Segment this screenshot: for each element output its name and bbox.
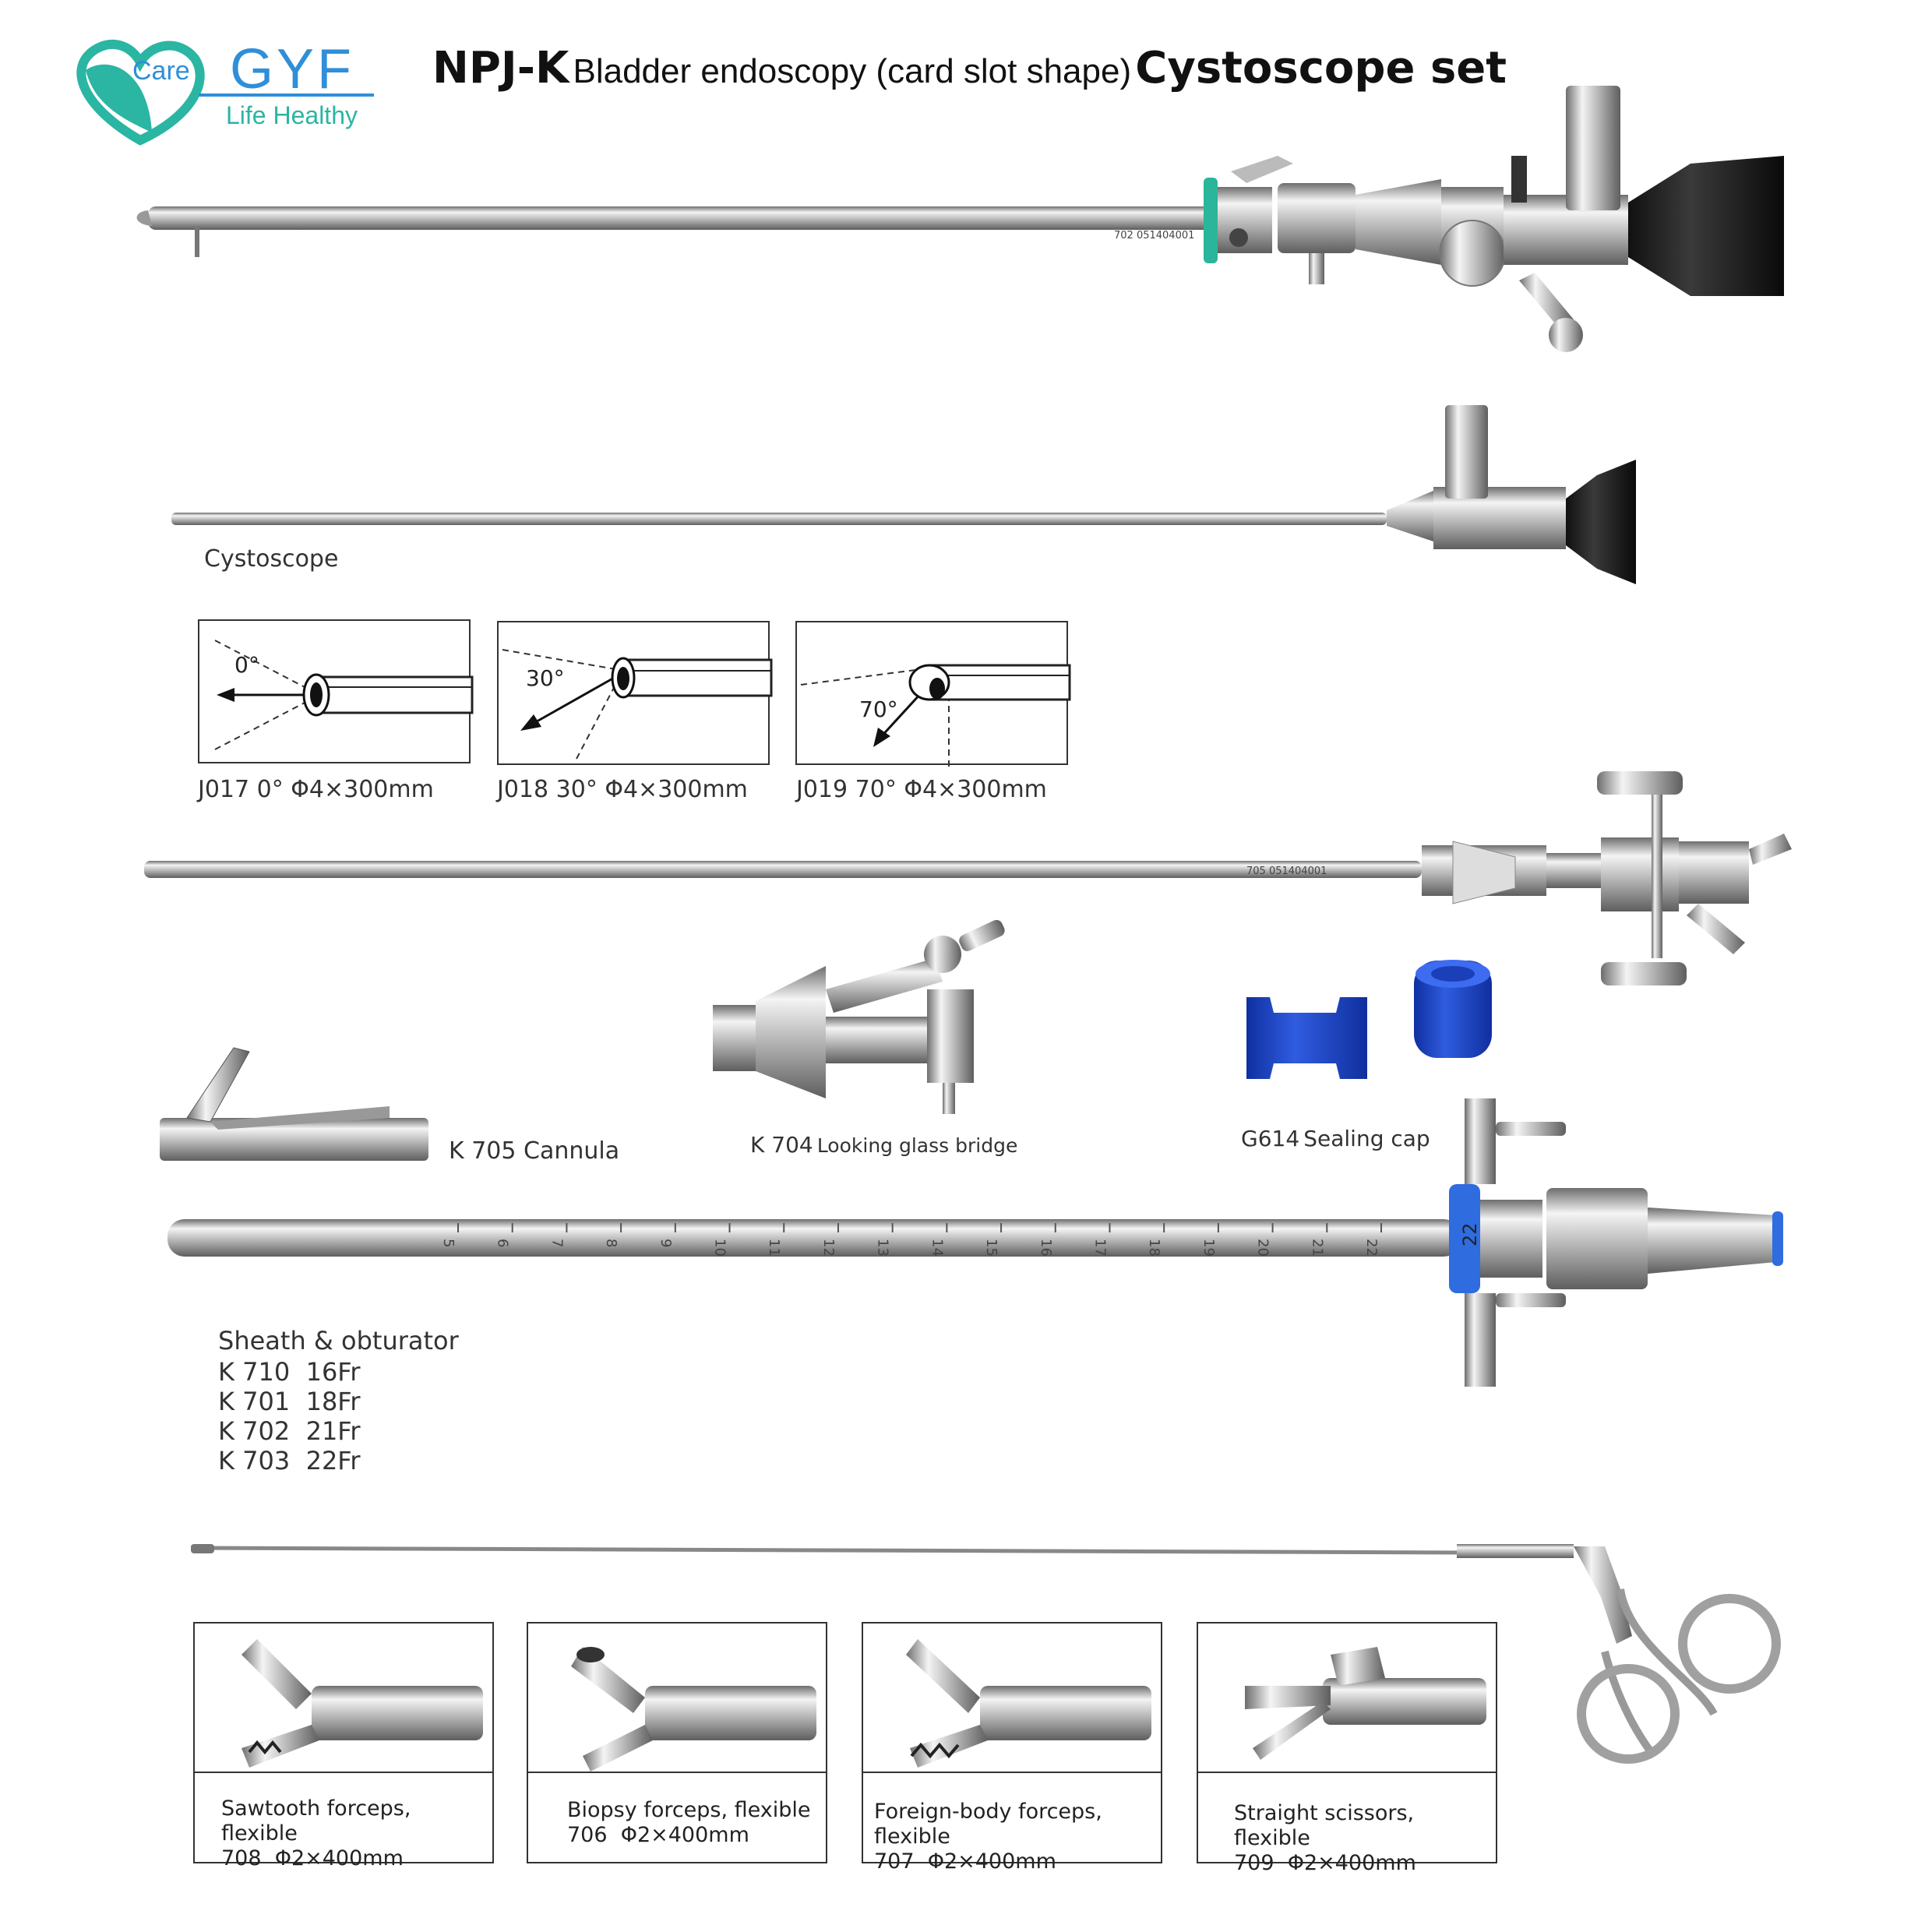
assembled-engraving: 702 051404001 [1114, 230, 1194, 242]
sheath-info: Sheath & obturator K 710 16Fr K 701 18Fr… [218, 1324, 459, 1475]
forceps-card-foreign-body: Foreign-body forceps, flexible 707 Φ2×40… [862, 1622, 1162, 1874]
bridge-engraving: 705 051404001 [1246, 866, 1327, 877]
sheath-mark: 7 [548, 1239, 565, 1247]
sheath-title: Sheath & obturator [218, 1326, 459, 1356]
sheath-mark: 21 [1309, 1239, 1325, 1257]
forceps-text-sawtooth: Sawtooth forceps, flexible 708 Φ2×400mm [221, 1796, 492, 1871]
angle-caption-30: J018 30° Φ4×300mm [497, 776, 748, 803]
foreign-body-forceps-image [906, 1639, 1151, 1768]
forceps-spec-scissors: 709 Φ2×400mm [1234, 1851, 1416, 1875]
sheath-model-3: K 703 22Fr [218, 1446, 361, 1475]
title-model: NPJ-K [432, 43, 569, 93]
sheath-mark: 8 [603, 1239, 619, 1247]
cannula-image [160, 1047, 428, 1161]
sheath-mark: 10 [712, 1239, 728, 1257]
sawtooth-forceps-image [242, 1639, 483, 1768]
forceps-card-sawtooth: Sawtooth forceps, flexible 708 Φ2×400mm [193, 1622, 494, 1870]
title-desc: Bladder endoscopy (card slot shape) [573, 52, 1132, 90]
sheath-mark: 22 [1363, 1239, 1380, 1257]
sheath-mark: 15 [983, 1239, 999, 1257]
sheath-mark: 17 [1091, 1239, 1108, 1257]
brand-care: Care [132, 56, 190, 86]
sealing-cap-code: G614 [1241, 1126, 1300, 1151]
flexible-instrument-image [190, 1544, 1781, 1764]
forceps-spec-foreign-body: 707 Φ2×400mm [874, 1849, 1056, 1874]
forceps-text-biopsy: Biopsy forceps, flexible 706 Φ2×400mm [567, 1798, 811, 1848]
sheath-mark: 11 [766, 1239, 782, 1257]
angle-caption-0: J017 0° Φ4×300mm [198, 776, 434, 803]
angle-caption-70: J019 70° Φ4×300mm [796, 776, 1047, 803]
angle-diagram-30: 30° [497, 621, 773, 765]
sheath-scale: 5 6 7 8 9 10 11 12 13 14 15 16 17 18 19 20 21 22 [440, 1223, 1382, 1257]
brand-tagline: Life Healthy [226, 101, 358, 129]
sheath-mark: 14 [929, 1239, 945, 1257]
title-set: Cystoscope set [1135, 43, 1507, 93]
sheath-mark: 13 [875, 1239, 891, 1257]
sealing-cap-image [1246, 960, 1492, 1079]
biopsy-forceps-image [571, 1647, 816, 1772]
brand-logo: Care GYF Life Healthy [62, 23, 390, 148]
sheath-model-2: K 702 21Fr [218, 1416, 361, 1446]
sheath-mark: 5 [440, 1239, 457, 1247]
working-element-image: 705 051404001 [144, 771, 1792, 985]
forceps-card-biopsy: Biopsy forceps, flexible 706 Φ2×400mm [527, 1622, 827, 1863]
angle-label-30: 30° [526, 665, 565, 691]
forceps-spec-sawtooth: 708 Φ2×400mm [221, 1846, 404, 1870]
forceps-name-biopsy: Biopsy forceps, flexible [567, 1798, 811, 1822]
page-title: NPJ-K Bladder endoscopy (card slot shape… [432, 43, 1507, 93]
forceps-card-scissors: Straight scissors, flexible 709 Φ2×400mm [1197, 1622, 1497, 1875]
bridge-label: K 704 Looking glass bridge [750, 1132, 1017, 1158]
angle-label-70: 70° [859, 696, 898, 722]
forceps-text-scissors: Straight scissors, flexible 709 Φ2×400mm [1234, 1801, 1496, 1876]
forceps-name-foreign-body: Foreign-body forceps, flexible [874, 1800, 1102, 1849]
sealing-cap-name: Sealing cap [1303, 1126, 1430, 1151]
sheath-image: 5 6 7 8 9 10 11 12 13 14 15 16 17 18 19 20 21 22 22 [167, 1098, 1783, 1387]
heart-leaf-icon [76, 39, 374, 146]
sheath-mark: 6 [495, 1239, 511, 1247]
bridge-code: K 704 [750, 1132, 813, 1158]
forceps-name-scissors: Straight scissors, flexible [1234, 1801, 1415, 1850]
sheath-mark: 18 [1146, 1239, 1162, 1257]
bridge-name: Looking glass bridge [816, 1134, 1018, 1157]
angle-label-0: 0° [234, 652, 259, 678]
straight-scissors-image [1245, 1647, 1486, 1760]
angle-diagram-0: 0° [198, 619, 474, 763]
sealing-cap-label: G614 Sealing cap [1241, 1126, 1430, 1151]
assembled-cystoscope-image: 702 051404001 [136, 86, 1784, 352]
forceps-spec-biopsy: 706 Φ2×400mm [567, 1823, 749, 1847]
sheath-mark: 12 [820, 1239, 837, 1257]
cannula-label: K 705 Cannula [449, 1137, 620, 1165]
telescope-label: Cystoscope [204, 545, 339, 573]
sheath-mark: 20 [1255, 1239, 1271, 1257]
telescope-image [171, 405, 1636, 584]
brand-name: GYF [230, 38, 355, 100]
forceps-name-sawtooth: Sawtooth forceps, flexible [221, 1796, 411, 1846]
sheath-size-mark: 22 [1459, 1222, 1481, 1246]
sheath-mark: 16 [1038, 1239, 1054, 1257]
looking-glass-bridge-image [713, 919, 1005, 1114]
sheath-mark: 19 [1200, 1239, 1217, 1257]
sheath-mark: 9 [658, 1239, 674, 1247]
angle-diagram-70: 70° [795, 621, 1071, 767]
sheath-model-0: K 710 16Fr [218, 1357, 361, 1387]
forceps-text-foreign-body: Foreign-body forceps, flexible 707 Φ2×40… [874, 1800, 1161, 1874]
sheath-model-1: K 701 18Fr [218, 1387, 361, 1416]
